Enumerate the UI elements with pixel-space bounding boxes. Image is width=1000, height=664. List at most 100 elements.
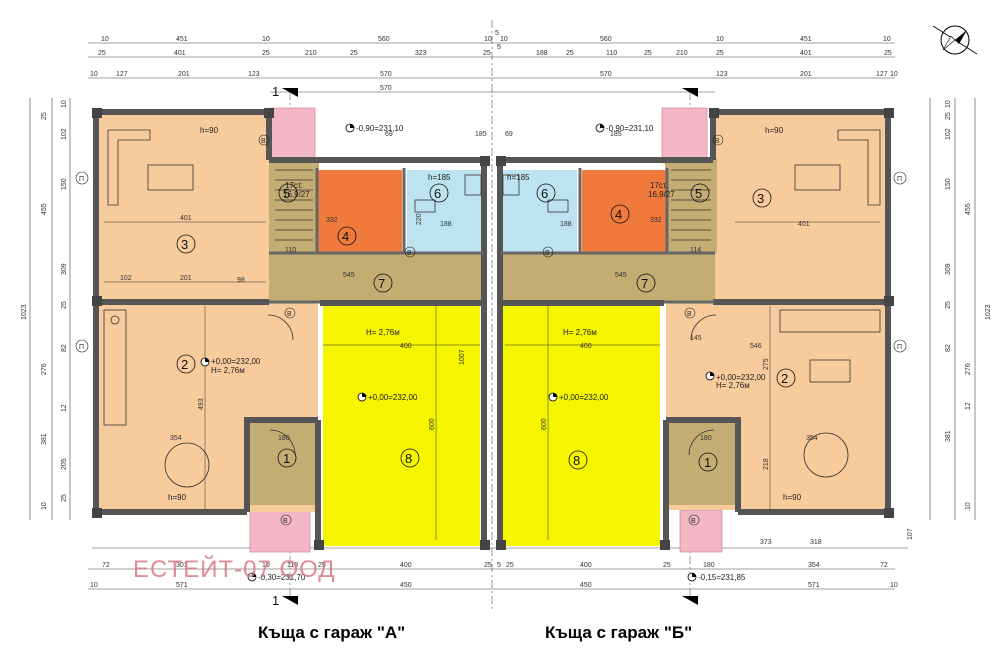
- room-number: 8: [573, 453, 580, 468]
- sofa-icon: [107, 129, 151, 206]
- inner-walls: [269, 168, 715, 304]
- dim-text: 301: [176, 562, 188, 569]
- dim-text: 5: [495, 30, 499, 37]
- height-label: h=90: [200, 126, 219, 135]
- height-label: H= 2,76м: [563, 328, 597, 337]
- dim-text: 10: [262, 36, 270, 43]
- kitchen-counter-icon: [779, 309, 881, 333]
- level-label: +0,00=232,00: [716, 373, 766, 382]
- room-5-stairs: [665, 158, 717, 253]
- dim-text: 82: [945, 344, 952, 352]
- room-number-labels: [176, 183, 796, 472]
- dim-text: 25: [41, 112, 48, 120]
- dim-text: 110: [285, 247, 296, 254]
- bottom-dimension-texts: 72 301 10 118 25 400 25 5 25 400 25 180 …: [90, 562, 898, 589]
- dim-text: 69: [385, 131, 393, 138]
- dim-text: 201: [180, 275, 192, 282]
- opening-symbol-texts: П П П П В В В В В В В В: [79, 138, 902, 525]
- dim-text: 10: [945, 100, 952, 108]
- level-symbol-icon: [705, 371, 715, 381]
- dim-text: 275: [763, 358, 770, 370]
- dim-text: 180: [700, 435, 712, 442]
- dim-text: 1023: [985, 304, 992, 320]
- room-6-bath: [407, 170, 484, 253]
- level-symbol-icon: [595, 123, 605, 133]
- dim-text: 450: [400, 582, 412, 589]
- dim-text: 220: [416, 213, 423, 225]
- dim-text: 25: [506, 562, 514, 569]
- left-side-dimension-texts: 10 25 102 150 455 309 25 276 82 12 381 2…: [21, 100, 68, 510]
- caption-house-b: Къща с гараж "Б": [545, 623, 692, 642]
- dim-text: 493: [198, 398, 205, 410]
- dim-text: 123: [716, 71, 728, 78]
- sofa-icon: [837, 129, 881, 206]
- dim-text: 218: [763, 458, 770, 470]
- dim-text: 570: [380, 71, 392, 78]
- shower-icon: [502, 174, 520, 196]
- room-number: 5: [695, 186, 702, 201]
- dim-text: 10: [90, 582, 98, 589]
- dim-text: 210: [305, 50, 317, 57]
- dim-text: 12: [61, 404, 68, 412]
- room-8-garage: [323, 306, 480, 546]
- dim-text: 309: [61, 263, 68, 275]
- height-label: H= 2,76м: [211, 366, 245, 375]
- dim-text: 401: [798, 221, 810, 228]
- dim-text: 570: [600, 71, 612, 78]
- shower-icon: [464, 174, 482, 196]
- section-arrow-icon: [682, 596, 698, 605]
- door-mark: В: [691, 518, 696, 525]
- room-number: 4: [615, 207, 622, 222]
- stairs-size-label: 16,9/27: [648, 190, 675, 199]
- dim-text: 332: [326, 217, 338, 224]
- dim-text: 72: [880, 562, 888, 569]
- height-label: h=185: [428, 173, 451, 182]
- stairs-size-label: 16,9/27: [283, 190, 310, 199]
- dim-text: 600: [541, 418, 548, 430]
- room-number: 3: [757, 191, 764, 206]
- section-arrow-icon: [282, 596, 298, 605]
- dim-text: 401: [800, 50, 812, 57]
- dim-text: 25: [716, 50, 724, 57]
- dim-text: 25: [663, 562, 671, 569]
- level-symbol-icon: [247, 572, 257, 582]
- level-label: -0,15=231,85: [698, 573, 746, 582]
- dim-text: 25: [262, 50, 270, 57]
- dim-text: 25: [566, 50, 574, 57]
- dim-text: 150: [61, 178, 68, 190]
- section-mark-label: 1: [272, 84, 279, 99]
- room-7-hall: [500, 253, 715, 301]
- dim-text: 123: [248, 71, 260, 78]
- dim-text: 72: [102, 562, 110, 569]
- door-mark: В: [715, 138, 720, 145]
- dim-text: 400: [580, 562, 592, 569]
- dim-text: 10: [883, 36, 891, 43]
- dim-text: 102: [945, 128, 952, 140]
- top-dimension-texts: 10 451 10 560 10 5 10 560 10 451 10 25 4…: [90, 30, 898, 92]
- dim-text: 201: [800, 71, 812, 78]
- level-symbol-icon: [357, 392, 367, 402]
- level-symbol-icon: [687, 572, 697, 582]
- dim-text: 451: [800, 36, 812, 43]
- dim-text: 455: [41, 203, 48, 215]
- dim-text: 25: [98, 50, 106, 57]
- wall-pillars: [92, 108, 894, 550]
- room-number: 6: [434, 186, 441, 201]
- watermark-text: ЕСТЕЙТ-07 ООД: [133, 555, 336, 583]
- room-3-living: [96, 112, 269, 302]
- dim-text: 276: [965, 363, 972, 375]
- dim-text: 25: [61, 494, 68, 502]
- dim-text: 10: [90, 71, 98, 78]
- height-label: H= 2,76м: [716, 381, 750, 390]
- door-mark: В: [545, 250, 550, 257]
- door-mark: В: [287, 311, 292, 318]
- dim-text: 5: [497, 562, 501, 569]
- dim-text: 373: [760, 539, 772, 546]
- level-symbol-icon: [548, 392, 558, 402]
- room-number: 3: [181, 237, 188, 252]
- room-6-bath: [500, 170, 577, 253]
- door-swing-icon: [269, 429, 296, 456]
- stairs-count-label: 17ст.: [650, 181, 668, 190]
- dim-text: 25: [483, 50, 491, 57]
- walls: [93, 109, 891, 548]
